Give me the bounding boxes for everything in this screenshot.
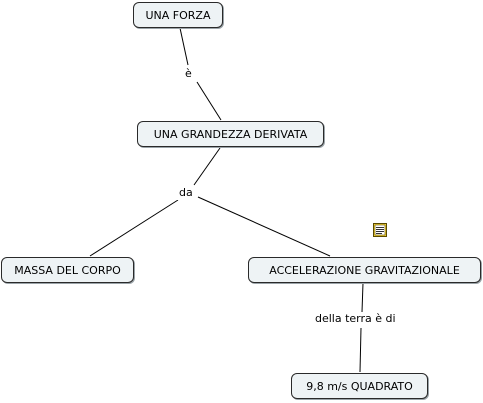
link-label-da[interactable]: da	[177, 186, 195, 200]
connector-da-accelerazione	[197, 196, 331, 257]
connector-e-grandezza	[196, 81, 222, 121]
link-label-e[interactable]: è	[183, 67, 194, 81]
node-quadrato-label: 9,8 m/s QUADRATO	[306, 379, 413, 393]
connector-forza-e	[179, 27, 189, 66]
connector-da-massa	[89, 199, 179, 257]
connector-label-quadrato	[359, 327, 362, 373]
node-una-forza[interactable]: UNA FORZA	[133, 2, 223, 28]
node-grandezza-derivata[interactable]: UNA GRANDEZZA DERIVATA	[137, 121, 324, 147]
connector-accelerazione-label	[361, 282, 364, 313]
node-una-forza-label: UNA FORZA	[145, 8, 211, 22]
node-accelerazione-label: ACCELERAZIONE GRAVITAZIONALE	[269, 263, 460, 277]
node-grandezza-derivata-label: UNA GRANDEZZA DERIVATA	[153, 127, 308, 141]
node-quadrato[interactable]: 9,8 m/s QUADRATO	[291, 373, 428, 399]
node-massa-del-corpo[interactable]: MASSA DEL CORPO	[1, 257, 134, 283]
node-accelerazione-gravitazionale[interactable]: ACCELERAZIONE GRAVITAZIONALE	[248, 257, 481, 283]
link-label-della-terra[interactable]: della terra è di	[313, 312, 398, 326]
note-icon[interactable]	[372, 222, 388, 238]
node-massa-del-corpo-label: MASSA DEL CORPO	[14, 263, 121, 277]
connector-grandezza-da	[193, 147, 221, 186]
